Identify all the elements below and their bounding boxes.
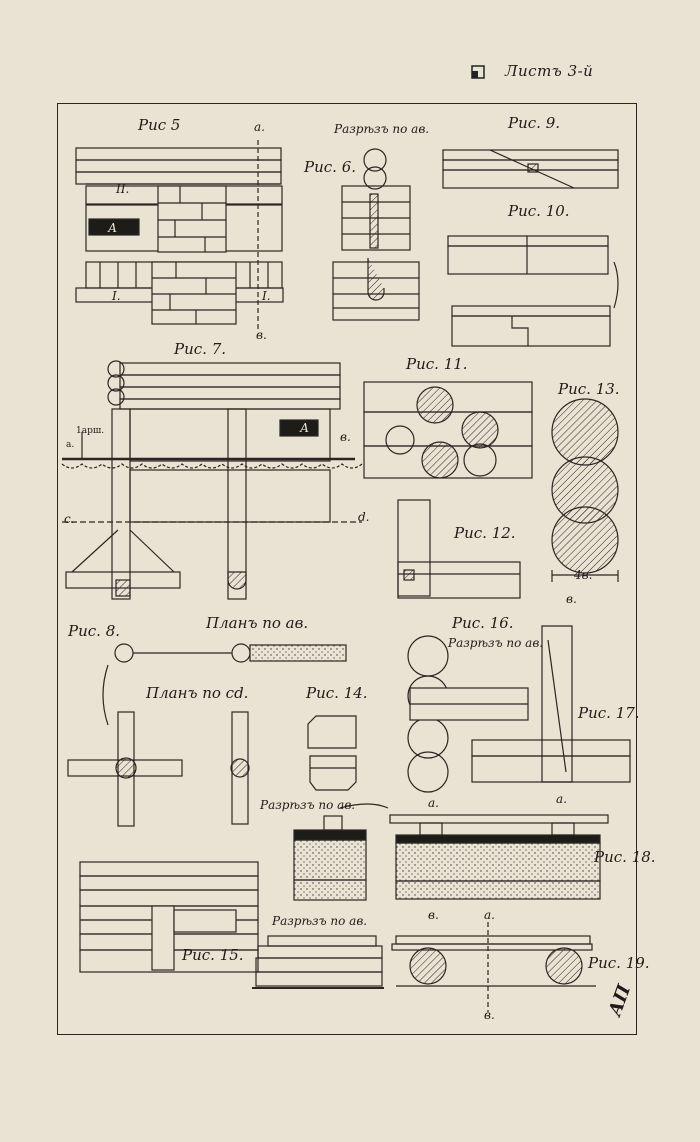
fig10-label: Рис. 10. — [508, 202, 570, 220]
fig15-drawing — [79, 861, 259, 973]
fig12-drawing — [397, 499, 521, 599]
fig8-plan-cd: Планъ по cd. — [146, 684, 249, 702]
fig9-label: Рис. 9. — [508, 114, 561, 132]
fig15-section-drawing — [252, 935, 384, 989]
fig6-drawing — [332, 148, 420, 321]
letter-d: d. — [358, 510, 370, 524]
letter-a-fig19: а. — [484, 908, 495, 922]
fig18-label: Рис. 18. — [594, 848, 656, 866]
fig14-label: Рис. 14. — [306, 684, 368, 702]
fig11-label: Рис. 11. — [406, 355, 468, 373]
letter-A-fig5: А — [108, 221, 118, 235]
fig13-label: Рис. 13. — [558, 380, 620, 398]
fig5-label: Рис 5 — [138, 116, 181, 134]
fig9-drawing — [442, 149, 619, 189]
letter-b-fig19: в. — [428, 908, 439, 922]
letter-a-fig7: а. — [66, 440, 75, 450]
letter-I-left: I. — [112, 289, 121, 303]
fig10-drawing — [447, 235, 619, 347]
fig11-drawing — [363, 381, 533, 479]
letter-a-fig5: а. — [254, 120, 265, 134]
fig14-drawing — [307, 715, 357, 791]
fig18-caption: Разрѣзъ по ав. — [260, 798, 356, 812]
fig19-label: Рис. 19. — [588, 954, 650, 972]
fig17-label: Рис. 17. — [578, 704, 640, 722]
letter-I-right: I. — [262, 289, 271, 303]
letter-b-fig19-bottom: в. — [484, 1008, 495, 1022]
plate-frame — [57, 103, 637, 1035]
fig8-drawing — [67, 643, 347, 827]
fig17-drawing — [471, 625, 631, 783]
fig19-drawing — [391, 922, 596, 1012]
fig15-label: Рис. 15. — [182, 946, 244, 964]
letter-b-fig5: в. — [256, 328, 267, 342]
letter-c: с. — [64, 512, 75, 526]
fig7-label: Рис. 7. — [174, 340, 227, 358]
fig5-drawing — [75, 140, 284, 330]
sheet-label: Листъ 3-й — [505, 62, 594, 80]
fig16-caption: Разрѣзъ по ав. — [448, 636, 544, 650]
fig7-drawing — [61, 360, 363, 600]
fig13-dimension: 4в. — [574, 568, 593, 582]
fig6-caption: Разрѣзъ по ав. — [334, 122, 430, 136]
fig18-drawing — [293, 803, 609, 901]
fig16-label: Рис. 16. — [452, 614, 514, 632]
fig13-drawing — [551, 398, 619, 582]
fig8-plan-ab: Планъ по ав. — [206, 614, 309, 632]
letter-II: II. — [116, 182, 130, 196]
fig16-drawing — [407, 635, 529, 793]
letter-A-fig7: А — [300, 421, 310, 435]
fig7-dimension: 1арш. — [76, 426, 105, 436]
fig12-label: Рис. 12. — [454, 524, 516, 542]
fig8-label: Рис. 8. — [68, 622, 121, 640]
letter-a-fig18: а. — [428, 796, 439, 810]
letter-a-fig17: а. — [556, 792, 567, 806]
fig15-caption: Разрѣзъ по ав. — [272, 914, 368, 928]
sheet-mark-icon — [470, 64, 486, 80]
fig6-label: Рис. 6. — [304, 158, 357, 176]
letter-b-fig17: в. — [566, 592, 577, 606]
letter-b-fig7: в. — [340, 430, 351, 444]
